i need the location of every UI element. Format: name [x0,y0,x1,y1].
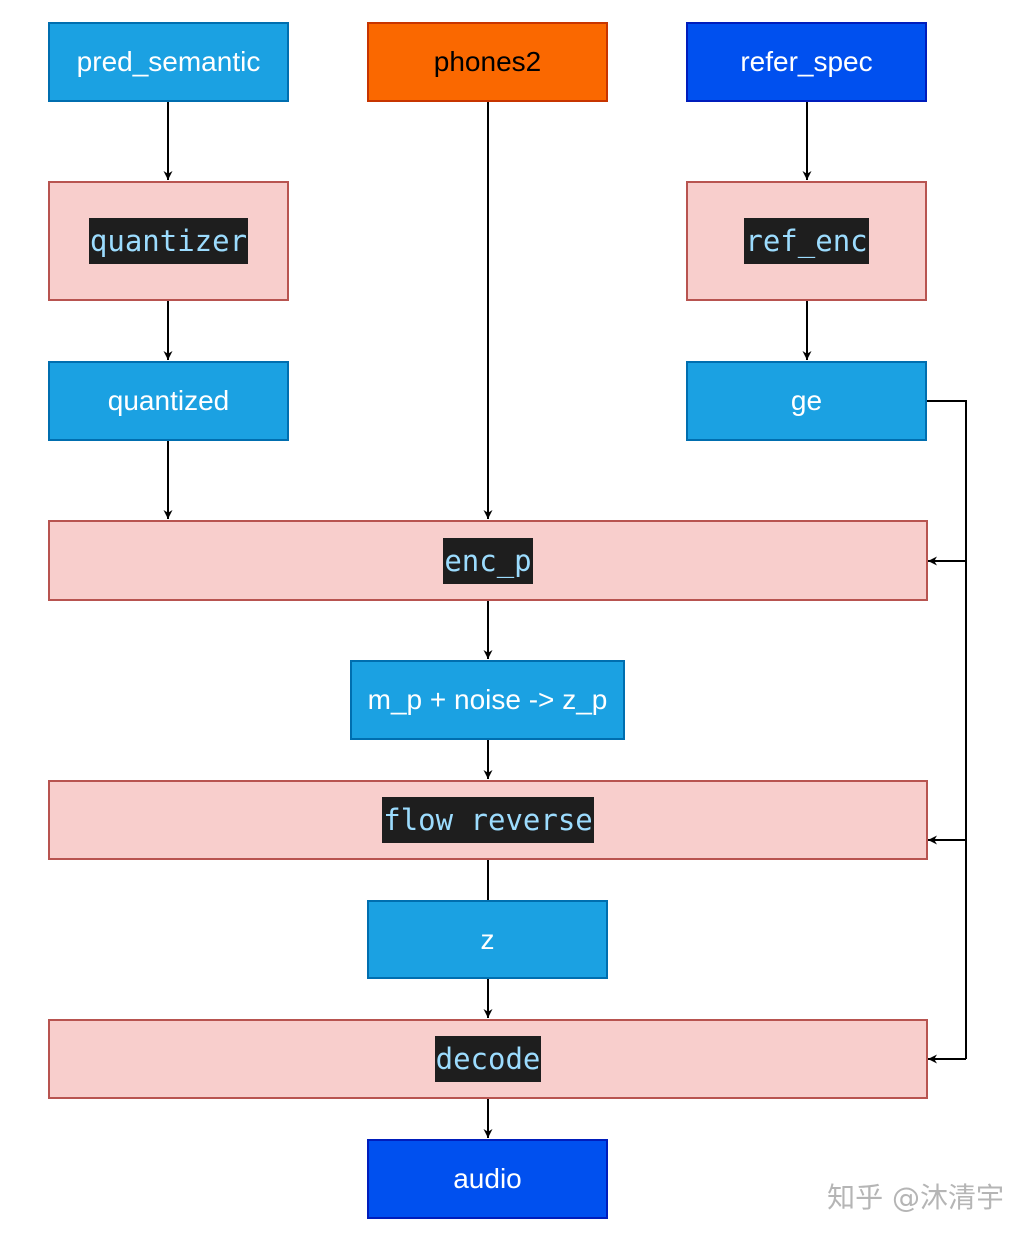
z-label: z [480,923,495,955]
enc-p-label: enc_p [443,537,533,584]
decode-label: decode [434,1036,542,1082]
flow-reverse-label: flow reverse [382,797,594,843]
phones2-node: phones2 [367,22,608,102]
line-ge-side-bus [927,400,967,1059]
decode-node: decode [48,1019,928,1099]
z-node: z [367,900,608,979]
ref-enc-label: ref_enc [744,218,869,264]
mp-noise-label: m_p + noise -> z_p [367,684,608,715]
enc-p-node: enc_p [48,520,928,601]
flow-reverse-node: flow reverse [48,780,928,860]
phones2-label: phones2 [433,46,542,77]
watermark: 知乎 @沐清宇 [827,1181,1004,1214]
pred-semantic-label: pred_semantic [76,46,261,77]
ge-label: ge [790,385,823,416]
quantizer-label: quantizer [88,218,249,264]
quantizer-node: quantizer [48,181,289,301]
pred-semantic-node: pred_semantic [48,22,289,102]
refer-spec-label: refer_spec [740,46,873,77]
refer-spec-node: refer_spec [686,22,927,102]
mp-noise-node: m_p + noise -> z_p [350,660,625,740]
ref-enc-node: ref_enc [686,181,927,301]
ge-node: ge [686,361,927,441]
audio-label: audio [453,1163,522,1194]
quantized-label: quantized [107,385,230,416]
audio-node: audio [367,1139,608,1219]
quantized-node: quantized [48,361,289,441]
